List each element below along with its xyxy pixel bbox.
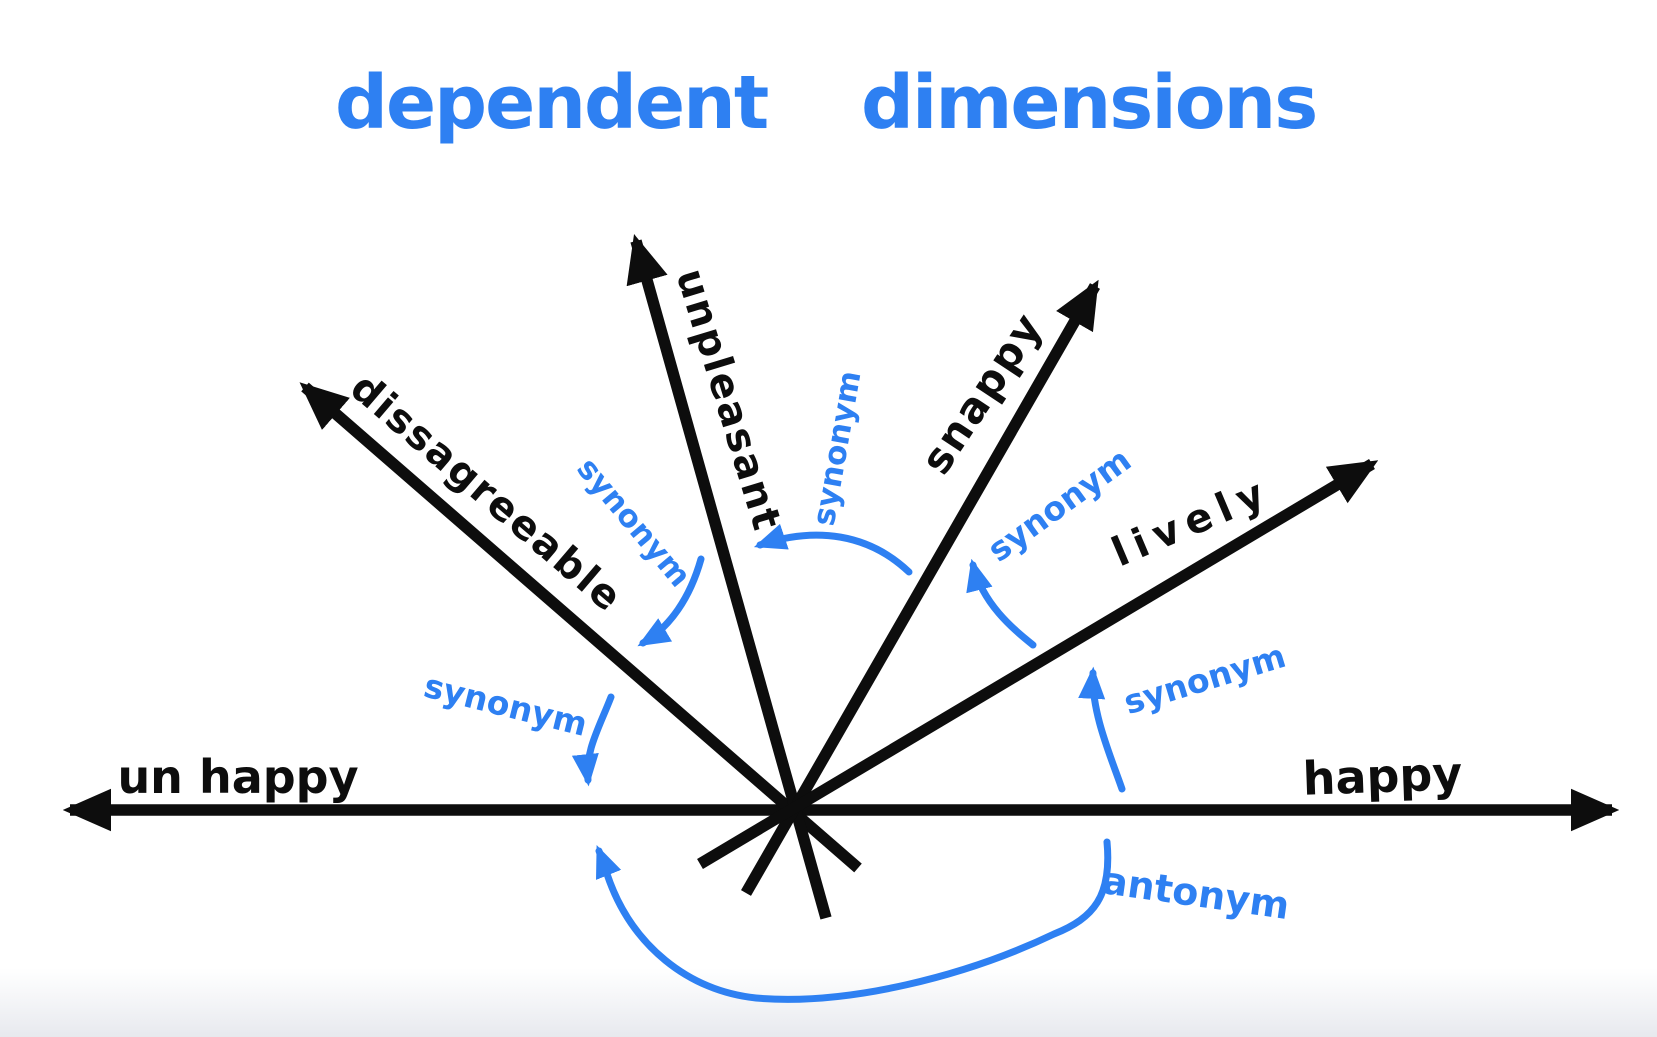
antonym-arc-happy-unhappy (595, 838, 1112, 1003)
antonym-label: antonym (1099, 858, 1292, 928)
diagram-title: dependent dimensions (335, 60, 1316, 146)
label-lively: lively (1105, 468, 1278, 576)
label-unhappy: un happy (117, 750, 358, 804)
synonym-label-5: synonym (420, 666, 591, 744)
ray-lively (697, 459, 1379, 869)
synonym-arrow-happy-lively (1078, 666, 1126, 793)
synonym-arrow-snappy-unpleasant (753, 523, 913, 576)
synonym-arrow-lively-snappy (966, 558, 1037, 649)
bottom-edge-shading (0, 968, 1657, 1037)
synonym-arrow-dissagreeable-unhappy (571, 693, 615, 787)
synonym-arrow-unpleasant-dissagreeable (637, 555, 705, 647)
label-happy: happy (1302, 746, 1463, 806)
ray-dissagreeable (299, 382, 862, 873)
synonym-label-4: synonym (1119, 636, 1290, 722)
ray-snappy (741, 279, 1100, 896)
synonym-label-2: synonym (806, 368, 869, 528)
